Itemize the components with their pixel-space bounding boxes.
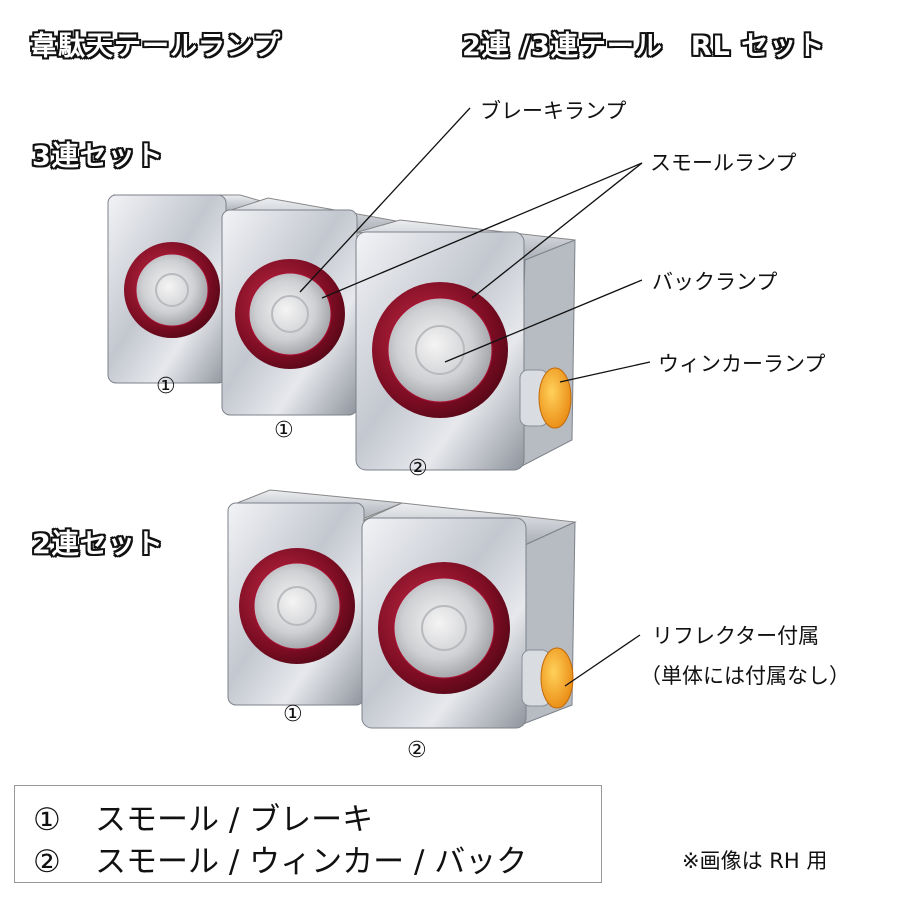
set-title: 2連 /3連テール RL セット <box>462 31 826 62</box>
small-lamp-label: スモールランプ <box>650 151 797 175</box>
unit-number-t2: ① <box>274 418 294 443</box>
double-unit-2 <box>361 502 577 729</box>
legend-mark-1: ① <box>33 802 61 838</box>
legend-row-2: ② スモール / ウィンカー / バック <box>33 836 527 881</box>
unit-number-t1: ① <box>156 374 176 399</box>
legend-row-1: ① スモール / ブレーキ <box>33 794 373 839</box>
triple-unit-3 <box>355 219 576 471</box>
triple-set-label: 3連セット <box>32 141 164 172</box>
legend-mark-2: ② <box>33 844 61 880</box>
callout-line-reflector <box>564 634 641 687</box>
product-title: 韋駄天テールランプ <box>30 31 282 62</box>
triple-unit-2 <box>221 197 403 416</box>
callout-lines-top <box>299 107 651 383</box>
legend-text-1: スモール / ブレーキ <box>95 802 374 838</box>
unit-number-d1: ① <box>283 702 303 727</box>
unit-number-d2: ② <box>407 738 427 763</box>
legend-box: ① スモール / ブレーキ ② スモール / ウィンカー / バック <box>14 785 602 883</box>
reflector-note: （単体には付属なし） <box>640 664 850 688</box>
reflector-label: リフレクター付属 <box>652 624 820 648</box>
back-lamp-label: バックランプ <box>652 270 778 294</box>
legend-text-2: スモール / ウィンカー / バック <box>95 844 528 880</box>
winker-lamp-label: ウィンカーランプ <box>658 352 826 376</box>
double-unit-1 <box>227 489 403 706</box>
rh-note: ※画像は RH 用 <box>682 849 828 873</box>
unit-number-t3: ② <box>408 456 428 481</box>
triple-unit-1 <box>107 194 269 384</box>
brake-lamp-label: ブレーキランプ <box>480 99 627 123</box>
double-set-label: 2連セット <box>32 529 164 560</box>
